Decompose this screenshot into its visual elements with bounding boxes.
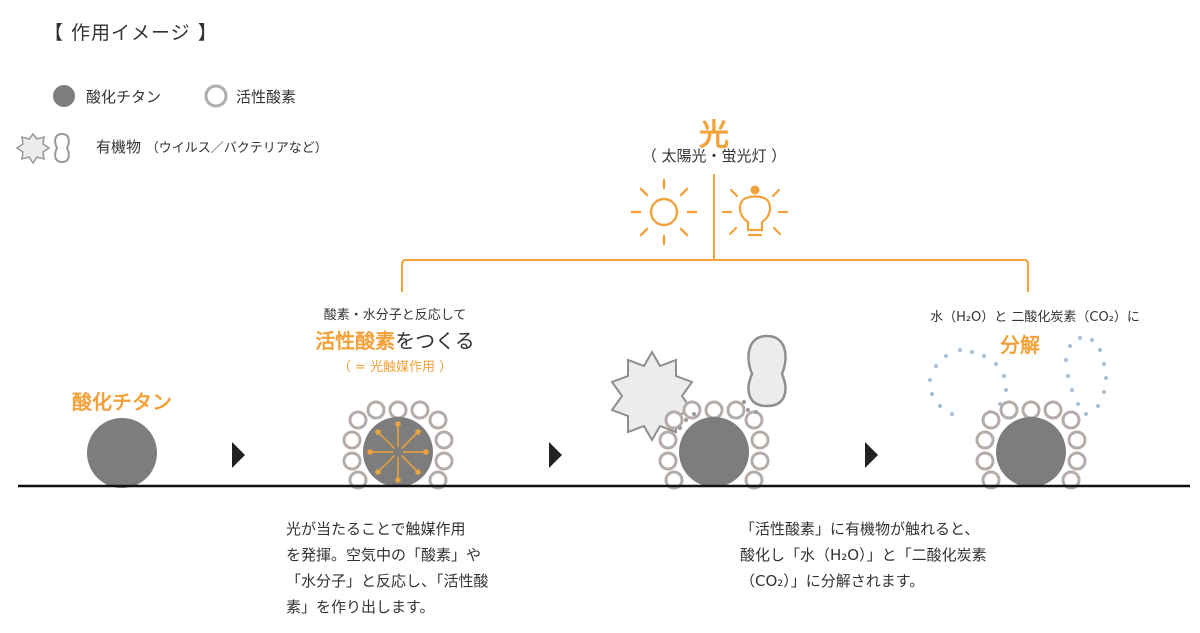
arrow-3 [865,442,878,468]
stage2-caption: 酸素・水分子と反応して 活性酸素をつくる （ = 光触媒作用 ） [295,304,495,375]
stage4-titanium-particle [996,417,1066,487]
stage4-water-dots [928,336,1108,416]
sun-icon [630,178,698,246]
stage4-caption: 水（H₂O）と 二酸化炭素（CO₂）に 分解 [900,306,1170,358]
legend-oxygen-label: 活性酸素 [236,88,297,106]
stage1-titanium-particle [87,418,157,488]
description-right: 「活性酸素」に有機物が触れると、 酸化し「水（H₂O）」と「二酸化炭素 （CO₂… [740,516,987,594]
description-left-line: 素」を作り出します。 [286,598,435,616]
stage2-highlight: 活性酸素 [315,329,396,353]
legend-titanium-icon [53,85,75,107]
light-subtitle: （ 太陽光・蛍光灯 ） [641,147,787,165]
page-title: 【 作用イメージ 】 [44,22,218,44]
description-left: 光が当たることで触媒作用 を発揮。空気中の「酸素」や 「水分子」と反応し、「活性… [286,516,489,620]
stage2-line1: 酸素・水分子と反応して [323,308,467,323]
stage3-oxygen-ring [658,400,770,490]
legend-oxygen-icon [204,84,228,108]
legend-bacteria-icon [54,132,70,164]
legend-organic-note: （ウイルス／バクテリアなど） [145,141,328,156]
description-right-line: 酸化し「水（H₂O）」と「二酸化炭素 [740,546,987,564]
stage2-note: （ = 光触媒作用 ） [337,360,453,375]
light-title: 光 [699,118,729,153]
stage3-titanium-particle [679,417,749,487]
light-bracket [401,174,1029,292]
legend-organic-label: 有機物 （ウイルス／バクテリアなど） [96,136,328,157]
stage4-highlight: 分解 [1000,333,1040,357]
description-left-line: を発揮。空気中の「酸素」や [286,546,482,564]
light-bulb-icon [721,185,789,237]
arrow-2 [549,442,562,468]
stage2-line2: 活性酸素をつくる [295,325,495,354]
description-left-line: 「水分子」と反応し、「活性酸 [286,572,489,590]
legend-organic-text: 有機物 [96,138,142,156]
stage3-bacteria-icon [747,334,787,408]
stage3-decomposition-dots [678,400,758,430]
arrow-1 [232,442,245,468]
stage2-oxygen-ring [342,400,454,490]
description-left-line: 光が当たることで触媒作用 [286,520,466,538]
legend-virus-icon [15,132,51,165]
stage1-label: 酸化チタン [72,390,172,414]
stage4-oxygen-ring [975,400,1087,490]
description-right-line: （CO₂）」に分解されます。 [740,572,925,590]
stage4-line1: 水（H₂O）と 二酸化炭素（CO₂）に [930,310,1140,325]
description-right-line: 「活性酸素」に有機物が触れると、 [740,520,980,538]
stage2-particle-core [393,447,403,457]
legend-titanium-label: 酸化チタン [86,88,162,106]
stage2-suffix: をつくる [395,329,475,353]
